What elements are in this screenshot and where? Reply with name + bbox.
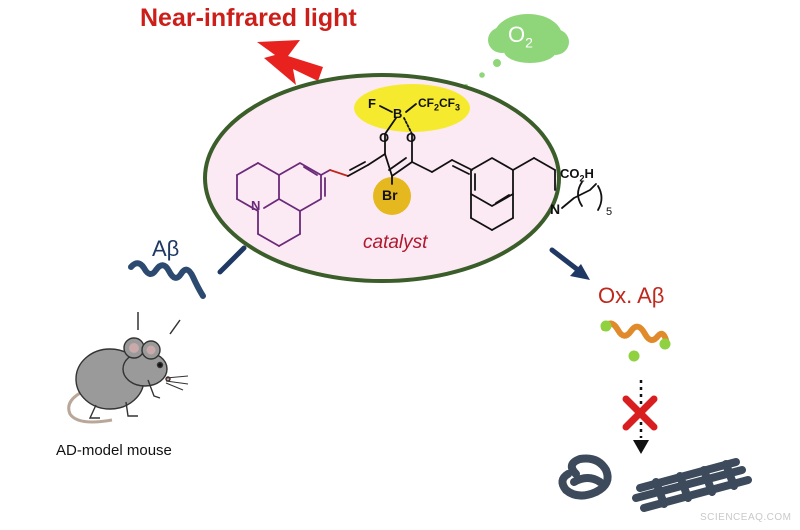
- ox-abeta-label: Ox. Aβ: [598, 283, 665, 308]
- bromine-atom: Br: [382, 187, 398, 203]
- oxygen-right-atom: O: [406, 130, 417, 145]
- chain-count: 5: [606, 206, 613, 218]
- oxygen-left-atom: O: [379, 130, 390, 145]
- arrow-to-abeta: [217, 245, 247, 275]
- bromine-highlight: [373, 177, 411, 215]
- fluorine-atom: F: [368, 96, 376, 111]
- carboxylic-acid-group: CO2H: [560, 166, 594, 184]
- block-cross-icon: [622, 395, 658, 431]
- watermark: SCIENCEAQ.COM: [700, 512, 792, 523]
- mouse-motion-line-2: [169, 319, 181, 335]
- abeta-peptide-icon: [128, 260, 206, 299]
- oxygen-label: O2: [508, 22, 533, 50]
- ox-abeta-peptide-icon: [600, 320, 671, 362]
- abeta-label: Aβ: [152, 236, 180, 261]
- catalyst-label: catalyst: [363, 232, 428, 253]
- mouse-icon: [67, 337, 189, 424]
- nitrogen-right-atom: N: [550, 201, 561, 217]
- catalyst-ellipse: [203, 73, 561, 283]
- molecule-structure: [236, 103, 603, 247]
- oxygen-subscript: 2: [525, 34, 533, 51]
- aggregate-icon: [558, 454, 752, 512]
- nitrogen-left-atom: N: [251, 198, 261, 213]
- mouse-label: AD-model mouse: [56, 442, 172, 459]
- arrow-to-ox-abeta: [549, 247, 590, 280]
- boron-atom: B: [393, 106, 403, 121]
- lightning-icon: [257, 40, 323, 85]
- boron-substituent: CF2CF3: [418, 96, 461, 113]
- oxygen-symbol: O: [508, 22, 526, 47]
- near-infrared-title: Near-infrared light: [140, 4, 357, 32]
